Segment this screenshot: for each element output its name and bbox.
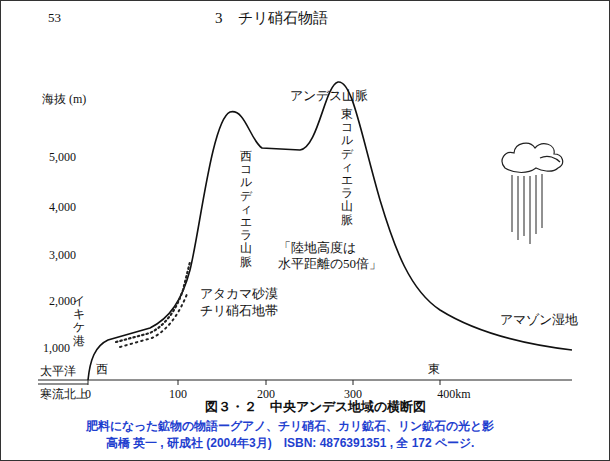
axis-title: 海抜 (m)	[42, 92, 86, 106]
sea-line	[38, 379, 88, 380]
sea-name: 太平洋	[40, 364, 76, 378]
rain-cloud	[502, 143, 562, 172]
port-name: イキケ港	[73, 295, 85, 348]
direction-label: 東	[428, 362, 440, 376]
distance-tick: 0	[85, 387, 91, 401]
rain-lines	[512, 174, 542, 244]
baseline	[88, 380, 572, 381]
region-name: アマゾン湿地	[500, 312, 578, 328]
axis-tick: 4,000	[49, 200, 76, 214]
citation-text: 高橋 英一 , 研成社 (2004年3月) ISBN: 4876391351 ,…	[106, 436, 475, 450]
axis-tick: 3,000	[49, 248, 76, 262]
distance-tick: 400km	[437, 387, 470, 401]
region-name: チリ硝石地帯	[200, 303, 278, 319]
scale-note: 「陸地高度は 水平距離の50倍」	[278, 240, 398, 271]
citation-text: 肥料になった鉱物の物語ーグアノ、チリ硝石、カリ鉱石、リン鉱石の光と影	[86, 419, 494, 433]
range-name: 西コルディエラ山脈	[240, 150, 252, 269]
direction-label: 西	[96, 362, 108, 376]
nitrate-belt-dots	[120, 294, 187, 347]
terrain-profile	[88, 82, 572, 380]
figure-caption: 図３・２ 中央アンデス地域の横断図	[205, 399, 426, 415]
region-name: アタカマ砂漠	[200, 286, 278, 302]
axis-tick: 1,000	[43, 341, 70, 355]
axis-ticks	[88, 380, 440, 385]
axis-tick: 2,000	[49, 294, 76, 308]
distance-tick: 100	[169, 387, 187, 401]
range-name: アンデス山脈	[290, 88, 368, 104]
axis-tick: 5,000	[49, 150, 76, 164]
current-note: 寒流北上	[40, 387, 88, 401]
page-number: 53	[48, 10, 61, 26]
sea-line	[38, 383, 88, 384]
chapter-header: 3 チリ硝石物語	[215, 9, 328, 27]
range-name: 東コルディエラ山脈	[341, 108, 353, 227]
nitrate-belt-dots	[116, 262, 190, 342]
